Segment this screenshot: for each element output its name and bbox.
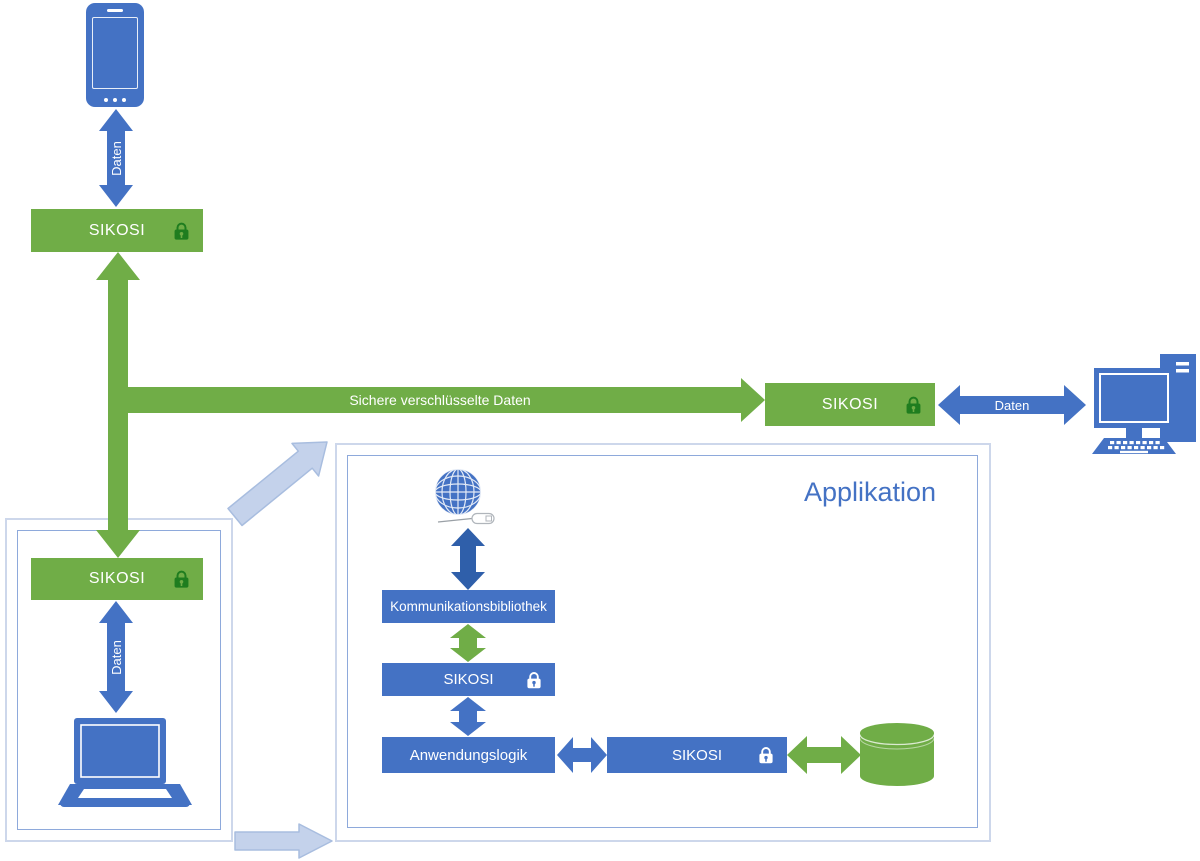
kommunikationsbibliothek-label: Kommunikationsbibliothek [390, 599, 547, 614]
smartphone-icon [86, 3, 144, 107]
daten-label-desktop: Daten [994, 397, 1030, 413]
flow-arrow-bottom [234, 823, 333, 859]
daten-arrow-laptop [99, 601, 133, 713]
application-box [335, 443, 991, 842]
sikosi-db-label: SIKOSI [671, 746, 723, 764]
daten-arrow-phone [99, 109, 133, 207]
globe-network-icon [434, 468, 495, 525]
sikosi-box-top-label: SIKOSI [88, 221, 146, 239]
anwendungslogik-box: Anwendungslogik [382, 737, 555, 773]
smartphone-screen [92, 17, 138, 89]
desktop-computer-icon [1092, 354, 1196, 454]
lock-icon [174, 570, 189, 588]
sikosi-comm-label: SIKOSI [443, 671, 494, 688]
flow-arrow-diagonal [227, 441, 328, 527]
smartphone-buttons [104, 98, 126, 102]
sikosi-box-bottom-label: SIKOSI [88, 570, 146, 587]
sikosi-db-arrow [787, 736, 861, 774]
sikosi-box-right-label: SIKOSI [821, 395, 879, 413]
daten-label-laptop: Daten [108, 639, 124, 675]
anwendungslogik-label: Anwendungslogik [409, 746, 528, 764]
network-arrow [451, 528, 485, 590]
sikosi-comm-box: SIKOSI [382, 663, 555, 696]
secure-channel-label: Sichere verschlüsselte Daten [349, 392, 531, 408]
kommunikationsbibliothek-box: Kommunikationsbibliothek [382, 590, 555, 623]
sikosi-db-box: SIKOSI [607, 737, 787, 773]
sikosi-box-top: SIKOSI [31, 209, 203, 252]
application-inner-box [347, 455, 978, 828]
logic-sikosi-arrow [557, 737, 607, 773]
smartphone-speaker [107, 9, 123, 12]
daten-label-phone: Daten [108, 140, 124, 176]
sikosi-logic-arrow [450, 697, 486, 736]
komm-sikosi-arrow [450, 624, 486, 662]
sikosi-box-bottom: SIKOSI [31, 558, 203, 600]
sikosi-box-right: SIKOSI [765, 383, 935, 426]
daten-arrow-desktop [938, 385, 1086, 425]
lock-icon [527, 671, 541, 688]
lock-icon [906, 396, 921, 414]
lock-icon [174, 222, 189, 240]
lock-icon [759, 747, 773, 764]
database-icon [859, 723, 935, 786]
secure-channel-arrow [118, 378, 765, 422]
laptop-icon [58, 718, 192, 807]
application-title: Applikation [803, 477, 937, 507]
